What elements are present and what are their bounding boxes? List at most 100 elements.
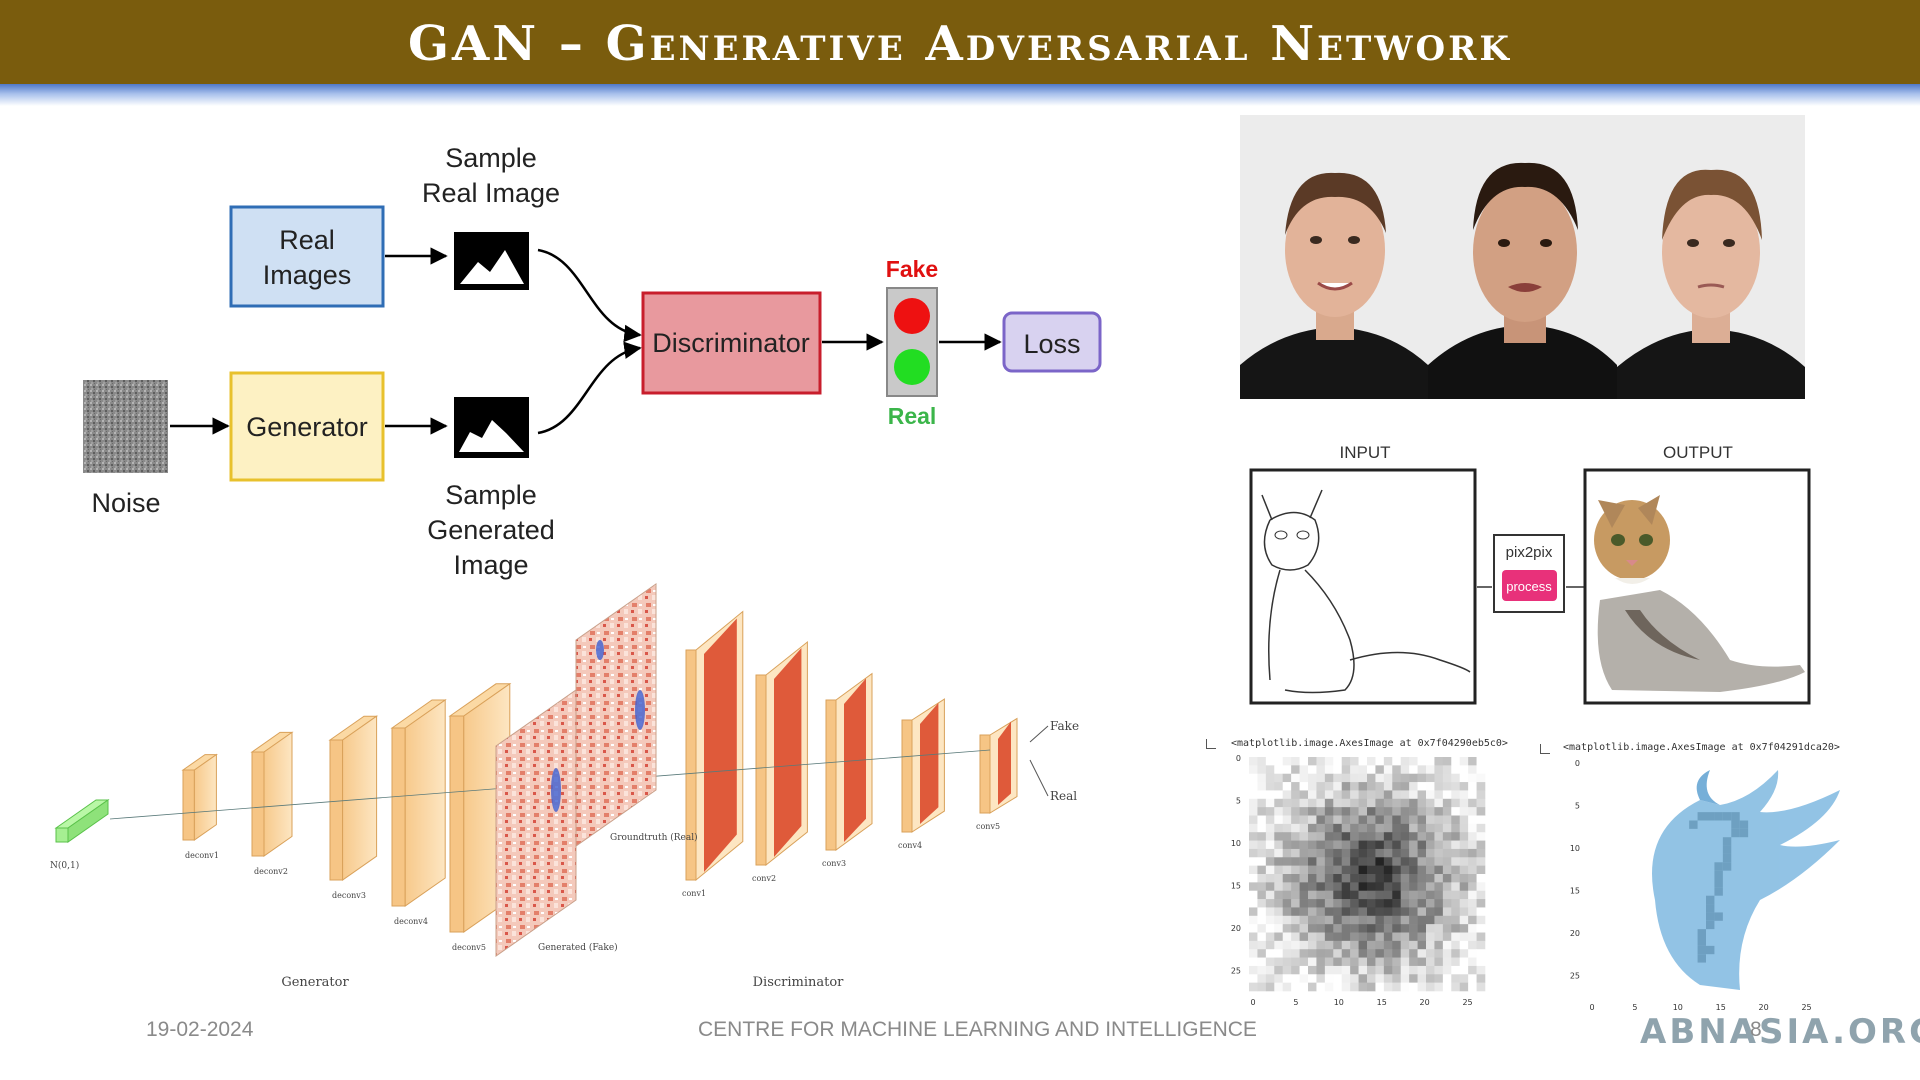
sample-real-label-1: Sample: [445, 143, 537, 173]
face-3: [1617, 169, 1805, 399]
footer-date: 19-02-2024: [146, 1018, 254, 1041]
y-tick-label: 25: [1231, 967, 1241, 976]
watermark-text: ABNASIA.ORG: [1640, 1012, 1920, 1052]
discriminator-label: Discriminator: [652, 328, 810, 358]
deconv-label: deconv4: [394, 917, 428, 926]
conv-block: [901, 698, 945, 833]
title-banner: GAN – Generative Adversarial Network: [0, 0, 1920, 88]
gan-flow-diagram: Real Images Sample Real Image Noise Gene…: [83, 143, 1102, 580]
banner-underline: [0, 84, 1920, 106]
x-tick-label: 5: [1293, 998, 1298, 1007]
face-2: [1428, 162, 1617, 399]
matplotlib-caption-right: <matplotlib.image.AxesImage at 0x7f04291…: [1563, 742, 1840, 753]
x-tick-label: 0: [1589, 1003, 1594, 1012]
pix2pix-label: pix2pix: [1506, 544, 1553, 561]
y-tick-label: 25: [1570, 972, 1580, 981]
groundtruth-heatmap-plane: [575, 583, 657, 847]
sample-real-label-2: Real Image: [422, 178, 560, 208]
image-icon: [454, 232, 529, 290]
conv-block: [685, 610, 744, 882]
fake-output-line: [1029, 725, 1049, 743]
noise-vector-block: [54, 799, 110, 843]
cat-sketch-image: [1249, 468, 1477, 705]
sample-generated-label-2: Generated: [427, 515, 555, 545]
generated-heatmap-plane: [495, 689, 577, 957]
noise-input-label: N(0,1): [50, 860, 79, 871]
x-tick-label: 15: [1716, 1003, 1726, 1012]
x-tick-label: 0: [1250, 998, 1255, 1007]
y-tick-label: 15: [1570, 887, 1580, 896]
output-label: OUTPUT: [1663, 443, 1733, 462]
arrow-generated-to-discriminator: [537, 341, 642, 435]
cat-photo-image: [1583, 468, 1811, 705]
generated-image-icon: [454, 397, 529, 458]
output-cell-icon[interactable]: [1540, 744, 1550, 754]
deconv-block: [448, 682, 512, 933]
arrow-real-to-discriminator: [537, 248, 642, 343]
x-tick-label: 10: [1334, 998, 1344, 1007]
x-tick-label: 10: [1673, 1003, 1683, 1012]
conv-label: conv1: [682, 889, 706, 898]
flow-line: [109, 749, 991, 820]
noise-square: [83, 380, 168, 473]
deconv-label: deconv2: [254, 867, 288, 876]
generated-label: Generated (Fake): [538, 942, 618, 953]
y-tick-label: 5: [1575, 802, 1580, 811]
generator-caption: Generator: [281, 975, 349, 990]
generated-faces-image: [1240, 115, 1805, 399]
discriminator-caption: Discriminator: [753, 975, 845, 990]
real-output-line: [1029, 759, 1049, 797]
slide-title: GAN – Generative Adversarial Network: [408, 16, 1512, 72]
output-cell-icon[interactable]: [1206, 739, 1216, 749]
conv-label: conv5: [976, 822, 1000, 831]
real-images-label-2: Images: [263, 260, 352, 290]
generator-box: [229, 371, 385, 482]
deconv-block: [181, 753, 218, 841]
y-tick-label: 5: [1236, 797, 1241, 806]
fake-output-label: Fake: [1050, 719, 1079, 733]
deconv-block: [250, 731, 294, 857]
conv-label: conv2: [752, 874, 776, 883]
footer-organization: CENTRE FOR MACHINE LEARNING AND INTELLIG…: [698, 1018, 1257, 1041]
digit-imshow-plot: 0 5 10 15 20 25 0 5 10 15 20 25: [1570, 759, 1824, 1012]
process-button[interactable]: [1502, 570, 1557, 601]
x-tick-label: 20: [1759, 1003, 1769, 1012]
conv-block: [755, 640, 808, 867]
y-tick-label: 0: [1575, 759, 1580, 768]
griffin-logo-icon: [1652, 770, 1840, 990]
real-output-label: Real: [1050, 789, 1077, 803]
input-label: INPUT: [1340, 443, 1391, 462]
deconv-block: [328, 715, 379, 881]
real-images-label-1: Real: [279, 225, 335, 255]
x-tick-label: 20: [1420, 998, 1430, 1007]
footer-page-number: 8: [1750, 1018, 1762, 1041]
deconv-label: deconv5: [452, 943, 486, 952]
conv-block: [979, 717, 1018, 814]
sample-generated-label-1: Sample: [445, 480, 537, 510]
y-tick-label: 10: [1570, 844, 1580, 853]
x-tick-label: 5: [1632, 1003, 1637, 1012]
sample-generated-label-3: Image: [453, 550, 528, 580]
discriminator-box: [641, 291, 822, 395]
y-tick-label: 20: [1231, 924, 1241, 933]
deconv-block: [390, 699, 447, 907]
conv-label: conv3: [822, 859, 846, 868]
y-tick-label: 10: [1231, 839, 1241, 848]
groundtruth-label: Groundtruth (Real): [610, 832, 698, 843]
x-tick-label: 15: [1377, 998, 1387, 1007]
conv-block: [825, 672, 873, 851]
x-tick-label: 25: [1462, 998, 1472, 1007]
fake-label: Fake: [886, 256, 938, 282]
face-1: [1240, 172, 1428, 399]
deconv-label: deconv1: [185, 851, 219, 860]
x-tick-label: 25: [1801, 1003, 1811, 1012]
matplotlib-caption-left: <matplotlib.image.AxesImage at 0x7f04290…: [1231, 738, 1508, 749]
deconv-label: deconv3: [332, 891, 366, 900]
real-images-box: [229, 205, 385, 308]
generator-label: Generator: [246, 412, 368, 442]
noise-label: Noise: [91, 488, 160, 518]
traffic-light-icon: [886, 287, 938, 397]
y-tick-label: 0: [1236, 754, 1241, 763]
real-label: Real: [888, 403, 937, 429]
y-tick-label: 20: [1570, 929, 1580, 938]
